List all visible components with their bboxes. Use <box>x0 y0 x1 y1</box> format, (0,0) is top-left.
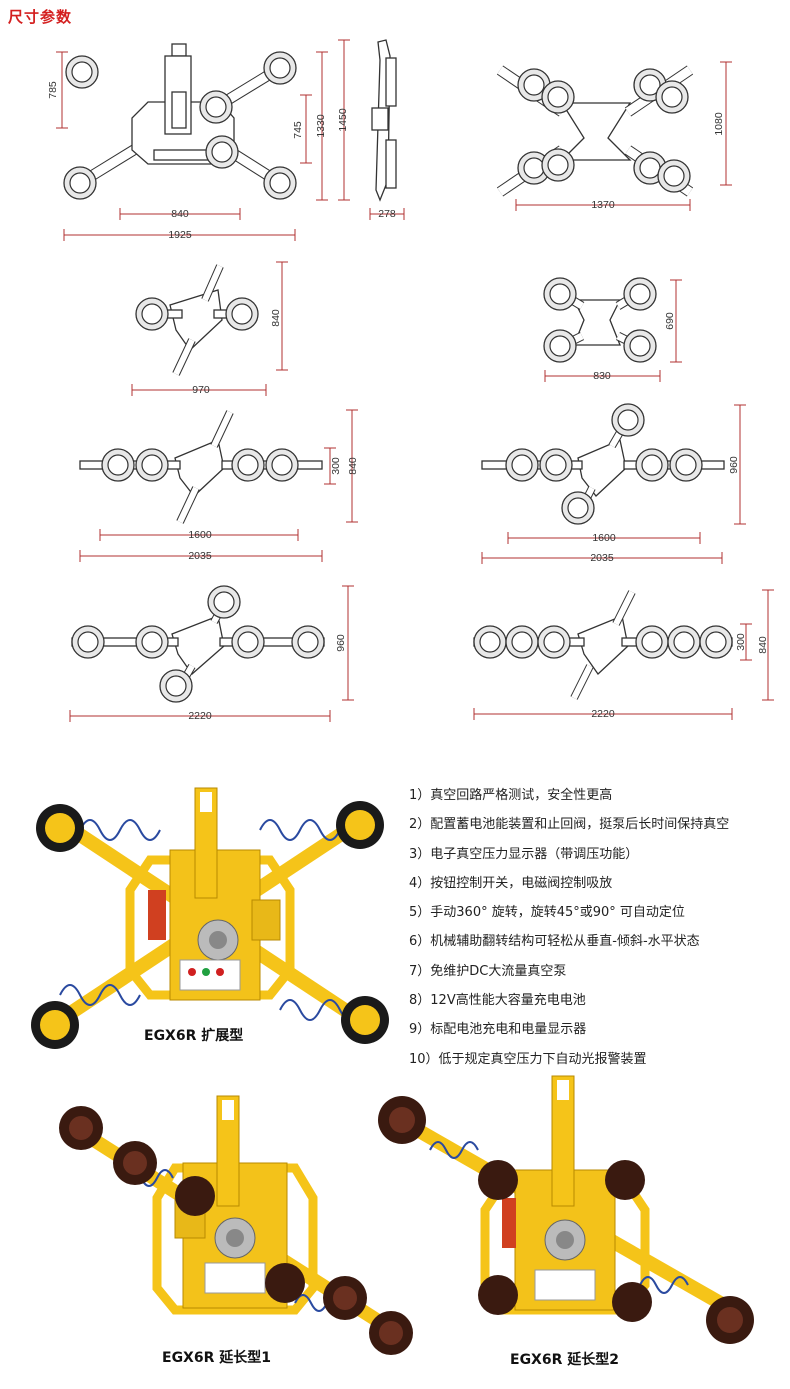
dim-1370: 1370 <box>591 199 615 211</box>
dim-840-c: 840 <box>347 457 359 475</box>
drawing-compact-four-pad: 690 830 <box>543 277 682 382</box>
dim-840-d: 840 <box>757 636 769 654</box>
dim-278: 278 <box>378 208 396 220</box>
drawing-long-six-pad: 960 1600 2035 <box>481 403 746 564</box>
dim-1600: 1600 <box>188 529 212 541</box>
dim-960-b: 960 <box>335 634 347 652</box>
dim-300: 300 <box>330 457 342 475</box>
dim-2220: 2220 <box>188 710 212 722</box>
drawing-h-shape: 1080 1370 <box>496 61 732 211</box>
feature-item: 4）按钮控制开关，电磁阀控制吸放 <box>409 875 613 891</box>
feature-item: 5）手动360° 旋转，旋转45°或90° 可自动定位 <box>409 905 685 921</box>
caption-long-2: EGX6R 延长型2 <box>510 1352 619 1368</box>
dim-960: 960 <box>728 456 740 474</box>
drawing-2220-six-pad: 960 2220 <box>69 585 354 722</box>
drawing-small-four-pad: 840 970 <box>131 261 288 396</box>
dim-830: 830 <box>593 370 611 382</box>
dim-1330: 1330 <box>315 114 327 138</box>
feature-item: 7）免维护DC大流量真空泵 <box>409 963 567 979</box>
section-title: 尺寸参数 <box>8 8 73 26</box>
feature-item: 10）低于规定真空压力下自动光报警装置 <box>409 1051 647 1067</box>
dimension-drawings: 785 745 1330 1450 840 1925 278 <box>47 39 774 722</box>
dim-2220-b: 2220 <box>591 708 615 720</box>
dim-300-b: 300 <box>735 633 747 651</box>
feature-list: 1）真空回路严格测试，安全性更高 2）配置蓄电池能装置和止回阀，挺泵后长时间保持… <box>409 786 729 1079</box>
dim-970: 970 <box>192 384 210 396</box>
feature-item: 1）真空回路严格测试，安全性更高 <box>409 788 613 803</box>
dim-840: 840 <box>171 208 189 220</box>
dim-2035: 2035 <box>188 550 212 562</box>
dim-690: 690 <box>664 312 676 330</box>
drawing-2220-straight: 300 840 2220 <box>473 589 774 720</box>
dim-745: 745 <box>292 121 304 139</box>
dim-1450: 1450 <box>337 108 349 132</box>
feature-item: 6）机械辅助翻转结构可轻松从垂直-倾斜-水平状态 <box>409 934 700 950</box>
caption-extended: EGX6R 扩展型 <box>144 1028 244 1044</box>
dim-1080: 1080 <box>713 112 725 136</box>
dim-1925: 1925 <box>168 229 192 241</box>
dim-2035-b: 2035 <box>590 552 614 564</box>
drawing-side-view: 278 <box>369 39 405 220</box>
dim-785: 785 <box>47 81 59 99</box>
feature-item: 9）标配电池充电和电量显示器 <box>409 1022 587 1038</box>
drawing-long-horizontal: 300 840 1600 2035 <box>79 409 359 562</box>
feature-item: 3）电子真空压力显示器（带调压功能） <box>409 846 639 862</box>
photo-egx6r-long-2 <box>378 1075 754 1344</box>
feature-item: 2）配置蓄电池能装置和止回阀，挺泵后长时间保持真空 <box>409 817 730 833</box>
photo-egx6r-long-1 <box>59 1095 413 1355</box>
feature-item: 8）12V高性能大容量充电电池 <box>409 993 586 1009</box>
photo-egx6r-extended <box>31 787 389 1049</box>
drawing-x-top-view: 785 745 1330 1450 840 1925 <box>47 39 350 241</box>
caption-long-1: EGX6R 延长型1 <box>162 1350 271 1366</box>
dim-840-b: 840 <box>270 309 282 327</box>
dim-1600-b: 1600 <box>592 532 616 544</box>
